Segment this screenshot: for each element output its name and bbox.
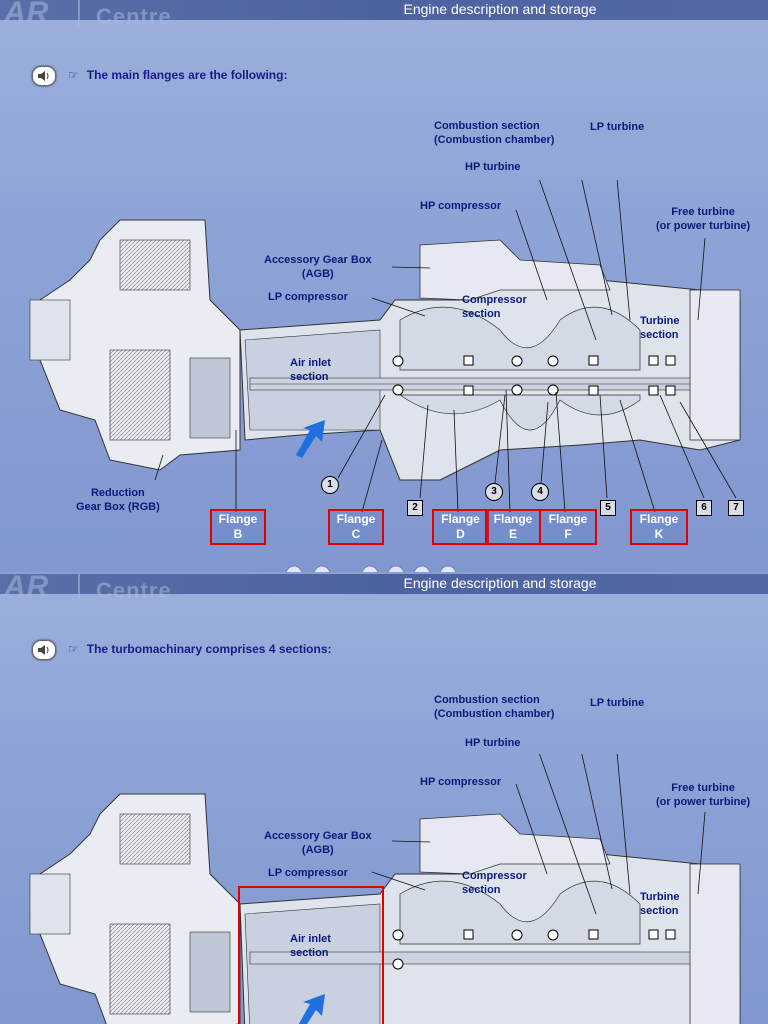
marker-1: 1 — [321, 476, 339, 494]
prev-slide-icon[interactable] — [313, 565, 331, 572]
engine-cutaway-diagram — [29, 180, 741, 513]
pointing-hand-icon: ☞ — [68, 642, 79, 656]
label-compressor-section: Compressor section — [462, 294, 527, 320]
slide-main-flanges: AR Centre Engine description and storage… — [0, 0, 768, 572]
speaker-icon[interactable] — [32, 640, 56, 660]
marker-2: 2 — [407, 500, 423, 516]
training-centre-logo: AR Centre — [4, 0, 172, 29]
slide-navigation[interactable] — [282, 564, 502, 572]
bullet-text: ☞The main flanges are the following: — [68, 68, 288, 82]
marker-6: 6 — [696, 500, 712, 516]
label-agb: Accessory Gear Box (AGB) — [264, 254, 372, 280]
label-compressor-section: Compressor section — [462, 870, 527, 896]
label-hp-turbine: HP turbine — [465, 737, 521, 749]
label-free-turbine: Free turbine (or power turbine) — [656, 782, 751, 808]
marker-3: 3 — [485, 483, 503, 501]
label-lp-turbine: LP turbine — [590, 697, 645, 709]
label-lp-turbine: LP turbine — [590, 121, 645, 133]
label-hp-compressor: HP compressor — [420, 200, 502, 212]
title-bar — [0, 0, 768, 20]
pointing-hand-icon: ☞ — [68, 68, 79, 82]
label-hp-turbine: HP turbine — [465, 161, 521, 173]
label-turbine-section: Turbine section — [640, 315, 680, 341]
slide-title: Engine description and storage — [403, 575, 597, 591]
label-lp-compressor: LP compressor — [268, 867, 348, 879]
last-slide-icon[interactable] — [413, 565, 431, 572]
label-lp-compressor: LP compressor — [268, 291, 348, 303]
marker-5: 5 — [600, 500, 616, 516]
label-combustion-section: Combustion section (Combustion chamber) — [434, 694, 555, 720]
speaker-icon[interactable] — [32, 66, 56, 86]
bullet-text: ☞The turbomachinary comprises 4 sections… — [68, 642, 332, 656]
slide-title: Engine description and storage — [403, 1, 597, 17]
air-inlet-section-highlight — [238, 886, 384, 1024]
marker-4: 4 — [531, 483, 549, 501]
label-free-turbine: Free turbine (or power turbine) — [656, 206, 751, 232]
label-reduction-gear-box: Reduction Gear Box (RGB) — [76, 487, 160, 513]
title-bar — [0, 574, 768, 594]
training-centre-logo: AR Centre — [4, 574, 172, 603]
label-air-inlet-section: Air inlet section — [290, 933, 331, 959]
label-hp-compressor: HP compressor — [420, 776, 502, 788]
label-agb: Accessory Gear Box (AGB) — [264, 830, 372, 856]
marker-7: 7 — [728, 500, 744, 516]
label-turbine-section: Turbine section — [640, 891, 680, 917]
label-air-inlet-section: Air inlet section — [290, 357, 331, 383]
first-slide-icon[interactable] — [285, 565, 303, 572]
exit-icon[interactable] — [439, 565, 457, 572]
engine-cutaway-diagram — [29, 754, 741, 1024]
home-icon[interactable] — [361, 565, 379, 572]
label-combustion-section: Combustion section (Combustion chamber) — [434, 120, 555, 146]
next-slide-icon[interactable] — [387, 565, 405, 572]
slide-turbomachinery-sections: AR Centre Engine description and storage… — [0, 574, 768, 1024]
